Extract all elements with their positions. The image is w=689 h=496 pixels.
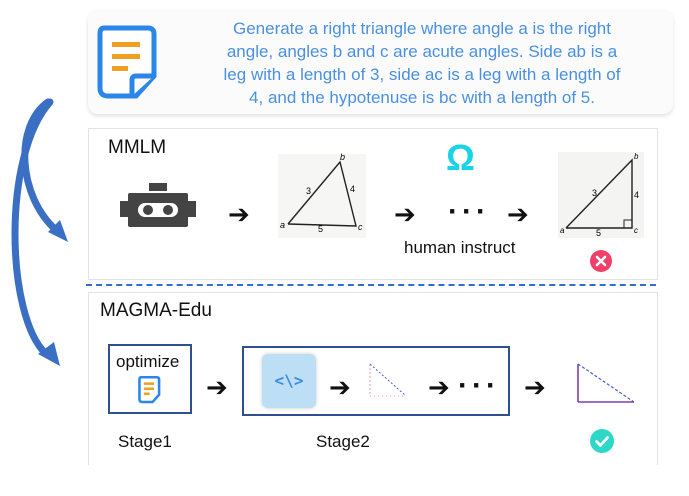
code-icon: <\> [262,354,316,408]
mmlm-title: MMLM [108,137,167,158]
optimize-label: optimize [116,352,180,371]
magma-panel [88,292,658,465]
flow-arrow: ➔ [394,199,416,229]
stage1-box [108,344,192,414]
vertex-c-label: c [358,222,363,232]
vertex-a-label: a [560,226,565,235]
vertex-b-label: b [634,152,639,161]
triangle-final [574,360,636,406]
triangle-generated-small [368,362,408,400]
curved-arrows [11,98,68,366]
arrow-head [48,220,68,242]
side-bc-label: 4 [350,184,356,194]
triangle-sketch-2: b a c 3 4 5 [558,152,644,238]
side-ab-label: 3 [306,186,312,196]
vertex-a-label: a [280,220,286,230]
flow-arrow: ➔ [507,199,529,229]
prompt-line: angle, angles b and c are acute angles. … [226,42,618,61]
prompt-line: 4, and the hypotenuse is bc with a lengt… [249,88,595,107]
flow-arrow: ➔ [524,372,546,402]
omega-icon: Ω [446,137,475,178]
side-ab-label: 3 [592,188,598,198]
robot-icon [120,183,196,229]
side-bc-label: 4 [634,190,640,200]
vertex-b-label: b [340,152,346,162]
cross-icon [590,250,612,272]
ellipsis-dots: ··· [448,195,490,228]
prompt-line: Generate a right triangle where angle a … [232,19,611,38]
stage1-label: Stage1 [118,432,172,451]
flow-arrow: ➔ [428,372,450,402]
curved-arrow-to-magma [11,98,54,358]
side-ac-label: 5 [318,224,324,234]
stage2-box [242,346,510,416]
document-icon [138,375,162,405]
flow-arrow: ➔ [228,199,250,229]
dashed-divider [86,284,656,286]
triangle-sketch-1: b a c 3 4 5 [278,152,366,238]
check-icon [590,429,614,453]
arrow-head [38,342,60,366]
human-instruct-label: human instruct [404,238,516,257]
magma-title: MAGMA-Edu [100,300,212,321]
flow-arrow: ➔ [329,372,351,402]
side-ac-label: 5 [596,228,602,238]
document-icon [96,24,162,102]
prompt-line: leg with a length of 3, side ac is a leg… [223,65,621,84]
ellipsis-dots: ··· [458,369,500,402]
vertex-c-label: c [634,226,638,235]
prompt-text: Generate a right triangle where angle a … [172,17,672,109]
stage2-label: Stage2 [316,432,370,451]
flow-arrow: ➔ [206,372,228,402]
prompt-bubble [88,10,673,114]
code-symbol: <\> [274,371,304,390]
